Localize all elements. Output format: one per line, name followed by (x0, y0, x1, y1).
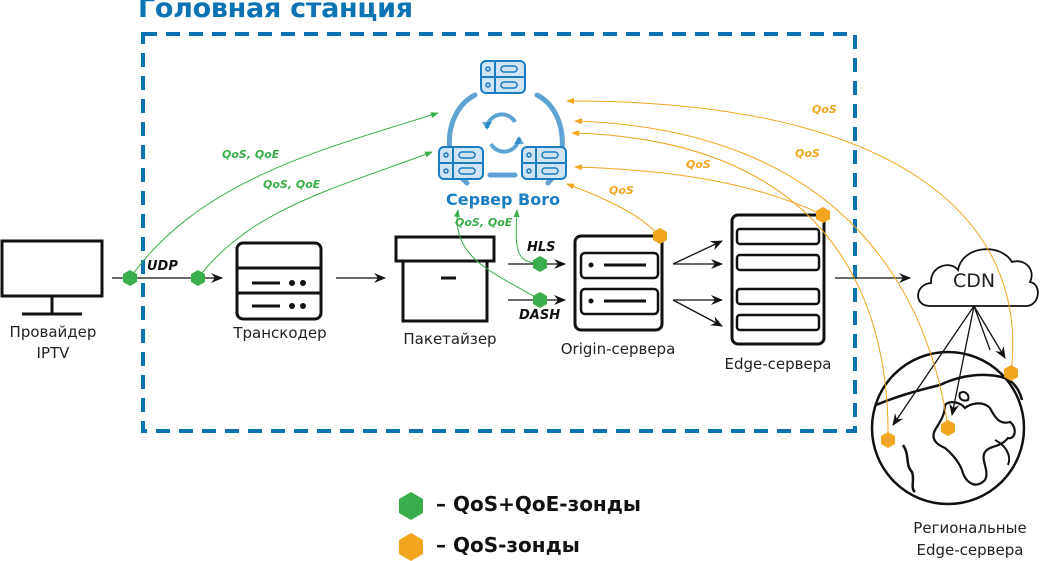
hls-label: HLS (527, 240, 556, 255)
transcoder-icon (235, 241, 323, 321)
headend-border (141, 32, 857, 433)
headend-title: Головная станция (138, 0, 413, 24)
qos-qoe-lines (129, 112, 541, 301)
probe-green (533, 292, 547, 308)
udp-label: UDP (147, 259, 178, 274)
regional-label-line2: Edge-сервера (916, 541, 1024, 559)
cloud-icon (917, 248, 1039, 307)
origin-label: Origin-сервера (560, 340, 676, 358)
transcoder-label: Транскодер (233, 324, 327, 342)
boro-label: Сервер Boro (446, 190, 561, 209)
qos-qoe-label: QoS, QoE (455, 216, 513, 229)
provider-label-line2: IPTV (36, 344, 70, 362)
qos-qoe-label: QoS, QoE (263, 178, 321, 191)
dash-label: DASH (519, 308, 561, 323)
cdn-label: CDN (952, 270, 996, 292)
edge-label: Edge-сервера (724, 355, 832, 373)
probe-green (533, 256, 547, 272)
edge-server-icon (730, 213, 826, 346)
qos-lines (566, 97, 1014, 441)
qos-label: QoS (795, 147, 820, 160)
provider-label-line1: Провайдер (9, 323, 97, 341)
legend-orange-hex-icon (399, 533, 423, 561)
legend-green-hex-icon (399, 492, 423, 520)
legend-qos-qoe-text: – QoS+QoE-зонды (436, 492, 641, 516)
probe-green (123, 270, 137, 286)
regional-label-line1: Региональные (913, 519, 1027, 537)
provider-label: Провайдер IPTV (0, 322, 106, 364)
qos-qoe-label: QoS, QoE (222, 148, 280, 161)
packager-label: Пакетайзер (403, 330, 497, 348)
origin-server-icon (573, 234, 664, 332)
legend-qos-text: – QoS-зонды (436, 533, 580, 557)
qos-label: QoS (609, 184, 634, 197)
regional-label: Региональные Edge-сервера (890, 517, 1050, 561)
packager-icon (394, 235, 496, 323)
boro-server-icon (438, 60, 567, 186)
qos-label: QoS (686, 158, 711, 171)
qos-label: QoS (812, 103, 837, 116)
monitor-icon (0, 239, 104, 316)
